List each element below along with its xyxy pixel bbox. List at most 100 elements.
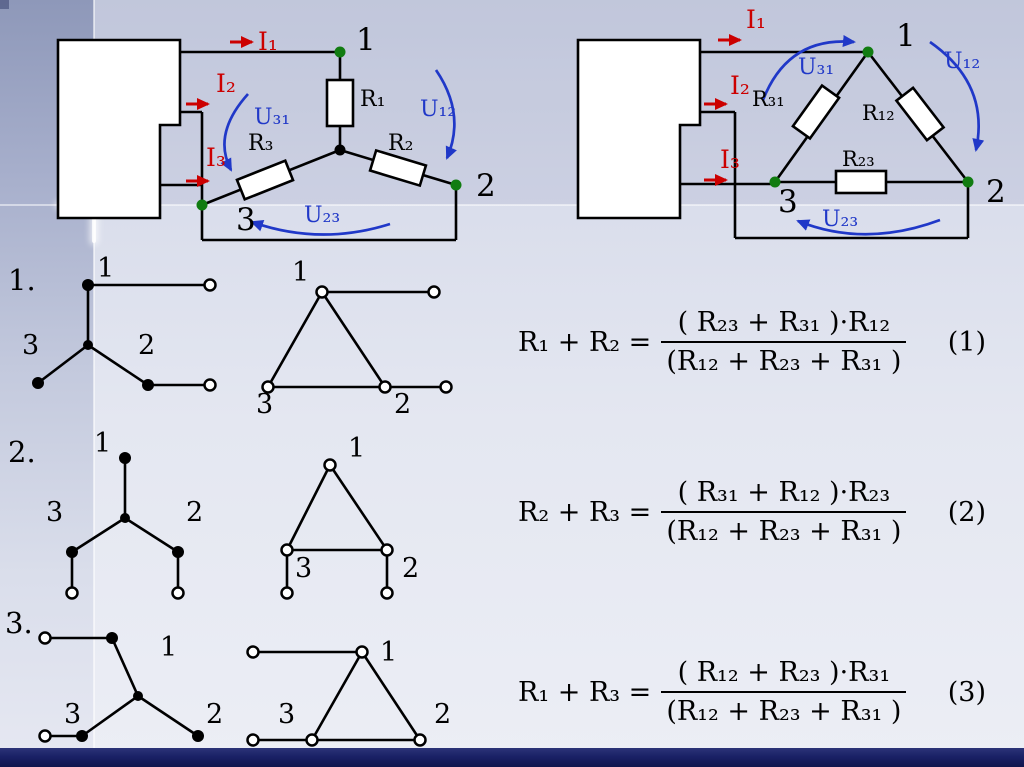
label-1: 1 [380, 637, 397, 668]
star-sketch-1: 1 3 2 [22, 253, 217, 392]
open-terminal-dot [439, 380, 453, 394]
filled-terminal-dot [172, 546, 184, 558]
equation-3: R₁ + R₃ = ( R₁₂ + R₂₃ )·R₃₁ (R₁₂ + R₂₃ +… [518, 657, 1012, 727]
wire [259, 650, 422, 742]
open-terminal-dot [305, 733, 319, 747]
voltage-arc-u31 [761, 35, 856, 101]
label-1: 1 [94, 428, 111, 459]
equation-3-lhs: R₁ + R₃ = [518, 676, 652, 708]
open-terminal-dot [203, 378, 217, 392]
equation-1-number: (1) [947, 326, 986, 358]
label-2: 2 [402, 553, 419, 584]
resistor-r12 [894, 85, 946, 143]
current-label-i2: I₂ [216, 69, 236, 98]
current-arrows [186, 36, 254, 187]
wire [51, 636, 199, 738]
open-terminal-dot [380, 543, 394, 557]
source-box [576, 38, 702, 220]
wire-return [680, 110, 970, 240]
star-sketch-2: 1 3 2 [46, 428, 203, 600]
horizontal-divider-line [0, 204, 1024, 206]
voltage-arc-u23 [796, 218, 941, 236]
equation-3-fraction: ( R₁₂ + R₂₃ )·R₃₁ (R₁₂ + R₂₃ + R₃₁ ) [661, 657, 907, 727]
open-terminal-dot [323, 458, 337, 472]
star-sketch-3: 1 3 2 [38, 631, 223, 743]
open-terminal-dot [171, 586, 185, 600]
open-terminal-dot [315, 285, 329, 299]
open-terminal-dot [280, 586, 294, 600]
open-terminal-dot [378, 380, 392, 394]
equation-1-fraction: ( R₂₃ + R₃₁ )·R₁₂ (R₁₂ + R₂₃ + R₃₁ ) [661, 307, 907, 377]
triangle-sketch-1-lines [266, 290, 440, 389]
equation-1-numerator: ( R₂₃ + R₃₁ )·R₁₂ [677, 307, 891, 338]
equation-3-denominator: (R₁₂ + R₂₃ + R₃₁ ) [661, 691, 907, 727]
label-1: 1 [97, 253, 114, 284]
voltage-label-u12: U₁₂ [420, 97, 456, 122]
filled-terminal-dot [192, 730, 204, 742]
node-dot-2 [962, 176, 974, 188]
equation-2-fraction: ( R₃₁ + R₁₂ )·R₂₃ (R₁₂ + R₂₃ + R₃₁ ) [661, 477, 907, 547]
star-circuit-figure: 1 2 3 R₁ R₂ R₃ U₃₁ U₁₂ U₂₃ I₁ I₂ I₃ [56, 22, 496, 242]
filled-terminal-dot [106, 632, 118, 644]
triangle-sketch-2: 1 3 2 [280, 433, 419, 600]
node-dot-2 [450, 179, 462, 191]
equation-2: R₂ + R₃ = ( R₃₁ + R₁₂ )·R₂₃ (R₁₂ + R₂₃ +… [518, 477, 1012, 547]
resistor-r2 [368, 148, 428, 188]
label-3: 3 [22, 330, 39, 361]
current-label-i3: I₃ [206, 143, 226, 172]
resistor-r31 [791, 83, 841, 141]
row-number-3: 3. [5, 606, 33, 640]
label-2: 2 [394, 389, 411, 420]
open-terminal-dot [380, 586, 394, 600]
open-terminal-dot [246, 645, 260, 659]
label-2: 2 [186, 497, 203, 528]
open-terminal-dot [280, 543, 294, 557]
voltage-arc-u31 [220, 93, 250, 172]
equivalence-sketches: 1. 1 3 2 1 3 2 [5, 253, 453, 747]
vertical-divider-line [93, 0, 95, 767]
node-label-3: 3 [778, 184, 798, 220]
open-terminal-dot [355, 645, 369, 659]
voltage-label-u31: U₃₁ [254, 105, 290, 130]
resistor-r1 [325, 78, 355, 128]
star-sketch-2-lines [70, 458, 180, 587]
star-center-dot [120, 513, 130, 523]
equation-2-denominator: (R₁₂ + R₂₃ + R₃₁ ) [661, 511, 907, 547]
current-arrows [704, 34, 742, 186]
filled-terminal-dot [142, 379, 154, 391]
current-label-i2: I₂ [730, 71, 750, 100]
equation-1: R₁ + R₂ = ( R₂₃ + R₃₁ )·R₁₂ (R₁₂ + R₂₃ +… [518, 307, 1012, 377]
star-sketch-3-lines [51, 636, 199, 738]
star-center-dot [133, 691, 143, 701]
footer-bar [0, 748, 1024, 767]
label-2: 2 [206, 699, 223, 730]
open-terminal-dot [38, 631, 52, 645]
label-3: 3 [46, 497, 63, 528]
resistor-r3-body [235, 158, 295, 202]
wire [37, 283, 204, 387]
triangle-sketch-2-lines [285, 464, 389, 587]
source-box [56, 38, 182, 220]
filled-terminal-dot [76, 730, 88, 742]
resistor-label-r3: R₃ [248, 131, 273, 156]
voltage-label-u23: U₂₃ [822, 207, 858, 232]
label-1: 1 [292, 257, 309, 288]
wire [70, 458, 180, 587]
voltage-arcs [761, 35, 985, 236]
node-label-2: 2 [476, 168, 496, 204]
open-terminal-dot [261, 380, 275, 394]
node-label-1: 1 [896, 18, 916, 54]
resistor-r23 [834, 169, 888, 195]
resistor-label-r1: R₁ [360, 87, 385, 112]
label-1: 1 [348, 433, 365, 464]
equation-3-number: (3) [947, 676, 986, 708]
voltage-arc-u23 [250, 219, 391, 236]
equation-2-numerator: ( R₃₁ + R₁₂ )·R₂₃ [677, 477, 891, 508]
filled-terminal-dot [82, 279, 94, 291]
resistor-r3 [235, 158, 295, 202]
filled-terminal-dot [66, 546, 78, 558]
label-3: 3 [295, 553, 312, 584]
resistor-label-r12: R₁₂ [862, 101, 895, 125]
star-sketch-1-lines [37, 283, 204, 387]
